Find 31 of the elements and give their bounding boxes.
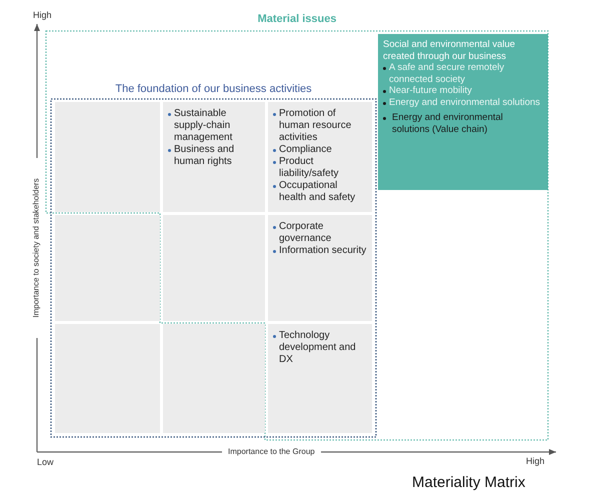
issue-text: Product liability/safety xyxy=(279,156,340,180)
issue-text: Sustainable supply-chain management xyxy=(174,108,234,144)
issue-text: Promotion of human resource activities xyxy=(279,108,352,144)
matrix-cell xyxy=(268,324,372,433)
axis-end-label: Low xyxy=(37,456,54,469)
axis-title: Importance to society and stakeholders xyxy=(31,178,42,318)
box-heading: Social and environmental value created through our business xyxy=(383,39,516,62)
issue-text: Compliance xyxy=(279,144,332,156)
matrix-cell xyxy=(268,215,372,321)
caption: Materiality Matrix xyxy=(412,474,526,492)
matrix-cell xyxy=(55,324,160,433)
region-heading: The foundation of our business activities xyxy=(114,82,313,96)
axis-end-label: High xyxy=(526,455,545,468)
matrix-cell xyxy=(55,102,160,212)
matrix-cell xyxy=(55,215,160,321)
issue-text: Technology development and DX xyxy=(279,330,357,366)
issue-text: Corporate governance xyxy=(279,221,332,245)
bullet-text: Energy and environmental solutions xyxy=(389,96,540,108)
issue-text: Occupational health and safety xyxy=(279,180,356,204)
axis-end-label: High xyxy=(33,9,52,22)
issue-text: Business and human rights xyxy=(174,144,236,168)
issue-text: Information security xyxy=(279,245,366,257)
matrix-cell xyxy=(163,102,265,212)
value-creation-box xyxy=(378,34,548,190)
bullet-text: Energy and environmental solutions (Value chain) xyxy=(392,112,504,135)
matrix-cell xyxy=(163,324,265,433)
matrix-cell xyxy=(268,102,372,212)
bullet-text: Near-future mobility xyxy=(389,85,472,96)
matrix-cell xyxy=(163,215,265,321)
bullet-text: A safe and secure remotely connected society xyxy=(389,62,506,85)
axis-title: Importance to the Group xyxy=(222,445,321,459)
